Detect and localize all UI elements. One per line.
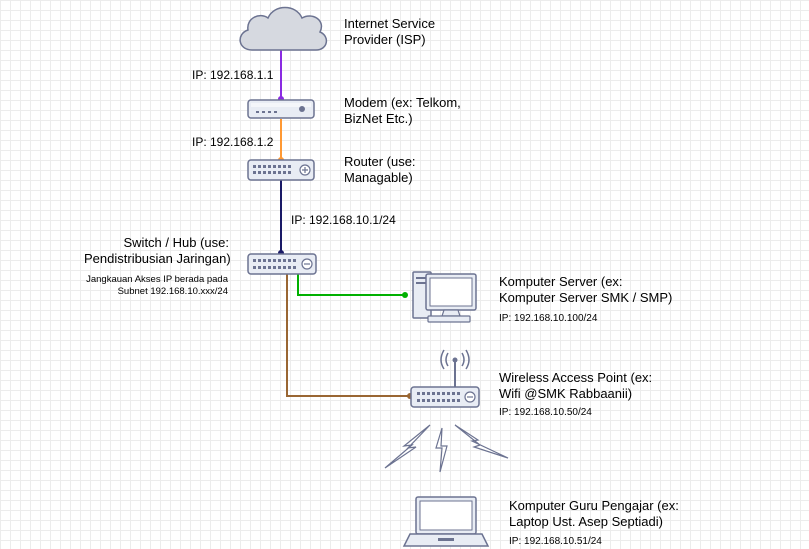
- switch-ip: IP: 192.168.10.1/24: [291, 213, 396, 227]
- wap-ip: IP: 192.168.10.50/24: [499, 407, 592, 418]
- modem-label-line2: BizNet Etc.): [344, 111, 413, 126]
- server-label-line2: Komputer Server SMK / SMP): [499, 290, 673, 305]
- modem-icon: [247, 99, 315, 119]
- server-ip: IP: 192.168.10.100/24: [499, 313, 598, 324]
- wap-label: Wireless Access Point (ex: Wifi @SMK Rab…: [499, 370, 652, 402]
- wireless-signal-icon: [384, 424, 509, 473]
- wap-label-line2: Wifi @SMK Rabbaanii): [499, 386, 633, 401]
- router-label: Router (use: Managable): [344, 154, 416, 186]
- router-ip: IP: 192.168.1.2: [192, 135, 274, 149]
- server-computer-icon: [412, 271, 477, 323]
- server-label: Komputer Server (ex: Komputer Server SMK…: [499, 274, 672, 306]
- wap-label-line1: Wireless Access Point (ex:: [499, 370, 653, 385]
- switch-label-line2: Pendistribusian Jaringan): [84, 251, 231, 266]
- modem-label-line1: Modem (ex: Telkom,: [344, 95, 461, 110]
- laptop-ip: IP: 192.168.10.51/24: [509, 536, 602, 547]
- router-label-line2: Managable): [344, 170, 413, 185]
- router-label-line1: Router (use:: [344, 154, 416, 169]
- access-point-icon: [410, 349, 480, 408]
- isp-label-line1: Internet Service: [344, 16, 436, 31]
- switch-note-line1: Jangkauan Akses IP berada pada: [86, 274, 228, 285]
- laptop-icon: [402, 496, 490, 547]
- laptop-label-line2: Laptop Ust. Asep Septiadi): [509, 514, 663, 529]
- switch-note-line2: Subnet 192.168.10.xxx/24: [117, 286, 228, 297]
- cloud-icon: [239, 6, 328, 51]
- isp-label-line2: Provider (ISP): [344, 32, 426, 47]
- switch-label: Switch / Hub (use: Pendistribusian Jarin…: [84, 235, 231, 267]
- link-switch-server: [297, 274, 405, 296]
- modem-ip: IP: 192.168.1.1: [192, 68, 274, 82]
- laptop-label-line1: Komputer Guru Pengajar (ex:: [509, 498, 679, 513]
- port-dot: [402, 292, 408, 298]
- modem-label: Modem (ex: Telkom, BizNet Etc.): [344, 95, 461, 127]
- switch-icon: [247, 253, 317, 275]
- link-switch-wap: [286, 274, 410, 397]
- server-label-line1: Komputer Server (ex:: [499, 274, 623, 289]
- router-icon: [247, 159, 315, 181]
- isp-label: Internet Service Provider (ISP): [344, 16, 435, 48]
- switch-label-line1: Switch / Hub (use:: [123, 235, 230, 250]
- switch-subnet-note: Jangkauan Akses IP berada pada Subnet 19…: [70, 274, 228, 298]
- laptop-label: Komputer Guru Pengajar (ex: Laptop Ust. …: [509, 498, 679, 530]
